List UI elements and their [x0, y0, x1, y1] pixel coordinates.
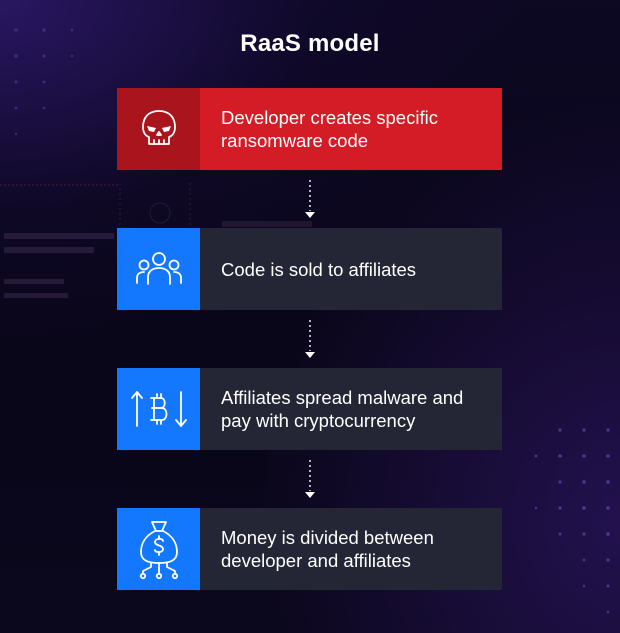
step-text: Code is sold to affiliates	[221, 258, 417, 280]
bitcoin-transfer-icon	[130, 391, 187, 427]
step-icon-box	[117, 508, 200, 590]
step-card-spread: Affiliates spread malware and pay with c…	[117, 368, 502, 450]
money-bag-icon	[139, 521, 178, 580]
page-title: RaaS model	[240, 30, 380, 57]
flow-arrow	[305, 460, 315, 498]
step-icon-box	[117, 88, 200, 170]
step-icon-box	[117, 228, 200, 310]
step-card-money: Money is divided between developer and a…	[117, 508, 502, 590]
step-card-affiliates: Code is sold to affiliates	[117, 228, 502, 310]
flow-arrow	[305, 320, 315, 358]
step-text: Developer creates specific ransomware co…	[221, 107, 438, 151]
skull-icon	[141, 110, 176, 145]
step-icon-box	[117, 368, 200, 450]
group-icon	[135, 252, 182, 285]
step-card-developer: Developer creates specific ransomware co…	[117, 88, 502, 170]
flow-arrow	[305, 180, 315, 218]
step-text: Affiliates spread malware and pay with c…	[221, 387, 464, 431]
step-text: Money is divided between developer and a…	[221, 527, 434, 571]
